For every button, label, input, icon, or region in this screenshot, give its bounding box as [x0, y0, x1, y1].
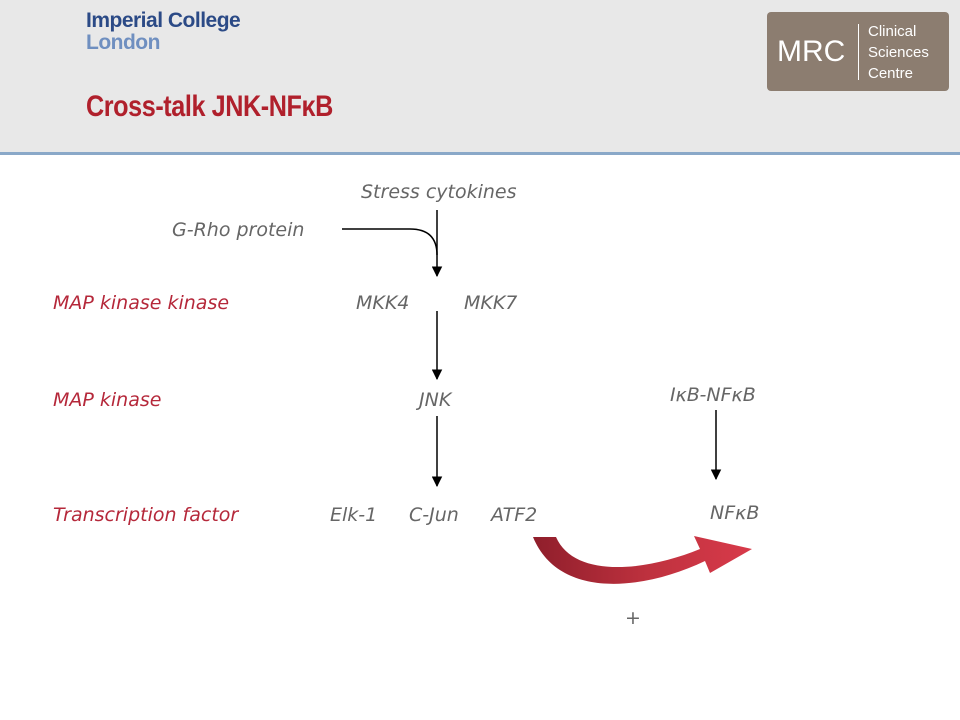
- node-jnk: JNK: [419, 389, 452, 411]
- level-map-kinase-kinase: MAP kinase kinase: [53, 292, 230, 314]
- node-elk-1: Elk-1: [330, 504, 378, 526]
- grho-connector-line: [342, 228, 438, 256]
- logo-line-1: Imperial College: [86, 9, 241, 32]
- node-g-rho-protein: G-Rho protein: [172, 219, 305, 241]
- node-nfkb: NFκB: [710, 502, 760, 524]
- mrc-logo-subtitle: Clinical Sciences Centre: [868, 21, 929, 84]
- node-stress-cytokines: Stress cytokines: [361, 181, 517, 203]
- mrc-sub-line-3: Centre: [868, 65, 914, 82]
- mrc-sub-line-2: Sciences: [868, 44, 929, 61]
- mrc-sub-line-1: Clinical: [868, 23, 917, 40]
- mrc-logo-divider: [858, 24, 859, 80]
- level-transcription-factor: Transcription factor: [53, 504, 239, 526]
- activation-plus-sign: +: [625, 607, 641, 629]
- slide-title: Cross-talk JNK-NFκB: [86, 90, 333, 123]
- imperial-college-logo: Imperial College London: [86, 9, 241, 54]
- mrc-logo: MRC Clinical Sciences Centre: [767, 12, 949, 91]
- mrc-logo-text: MRC: [777, 35, 846, 68]
- curved-activation-arrow: [533, 536, 752, 584]
- node-c-jun: C-Jun: [409, 504, 459, 526]
- logo-line-2: London: [86, 31, 160, 54]
- node-ikb-nfkb: IκB-NFκB: [670, 384, 756, 406]
- node-atf2: ATF2: [491, 504, 538, 526]
- node-mkk7: MKK7: [464, 292, 518, 314]
- header-divider: [0, 152, 960, 155]
- node-mkk4: MKK4: [356, 292, 410, 314]
- level-map-kinase: MAP kinase: [53, 389, 162, 411]
